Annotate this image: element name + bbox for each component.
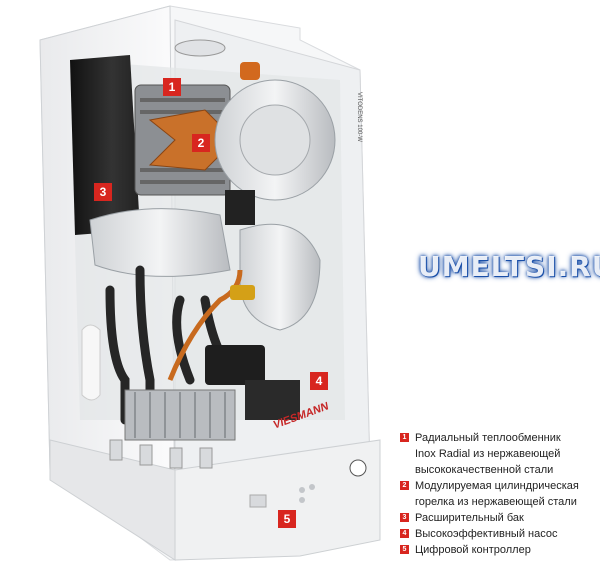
watermark: UMELTSI.RU xyxy=(418,250,600,283)
legend-text: горелка из нержавеющей стали xyxy=(415,496,577,508)
marker-3: 3 xyxy=(94,183,112,201)
legend-number: 3 xyxy=(400,513,409,522)
fan-cover xyxy=(239,104,311,176)
legend-number: 5 xyxy=(400,545,409,554)
heat-exchanger-coils xyxy=(140,98,225,184)
marker-1: 1 xyxy=(163,78,181,96)
legend-item: 4 Высокоэффективный насос xyxy=(400,526,598,542)
legend-text: Модулируемая цилиндрическая xyxy=(415,480,579,492)
legend-number: 1 xyxy=(400,433,409,442)
legend: 1 Радиальный теплообменник Inox Radial и… xyxy=(400,430,598,558)
gas-valve xyxy=(225,190,255,225)
pump-motor xyxy=(245,380,300,420)
legend-text: Цифровой контроллер xyxy=(415,544,531,556)
pump xyxy=(205,345,265,385)
legend-text: Расширительный бак xyxy=(415,512,524,524)
legend-number: 4 xyxy=(400,529,409,538)
legend-text: Высокоэффективный насос xyxy=(415,528,558,540)
legend-item: 3 Расширительный бак xyxy=(400,510,598,526)
model-label: VITODENS 100-W xyxy=(356,92,362,142)
control-button xyxy=(299,487,305,493)
legend-number: 2 xyxy=(400,481,409,490)
plate-lines xyxy=(134,392,226,438)
gas-pipe xyxy=(167,269,243,381)
panel-side xyxy=(49,439,176,561)
siphon xyxy=(81,324,101,401)
bottom-connections xyxy=(109,439,213,469)
marker-4: 4 xyxy=(310,372,328,390)
flue-outlet xyxy=(174,39,226,57)
marker-5: 5 xyxy=(278,510,296,528)
control-button xyxy=(309,484,315,490)
drum xyxy=(89,208,231,277)
flue-sensor xyxy=(240,62,260,80)
legend-text: Радиальный теплообменник xyxy=(415,432,561,444)
control-button xyxy=(299,497,305,503)
legend-item: 2 Модулируемая цилиндрическая горелка из… xyxy=(400,478,598,510)
pressure-gauge-icon xyxy=(349,459,367,477)
marker-2: 2 xyxy=(192,134,210,152)
expansion-tank xyxy=(70,55,140,235)
legend-item: 1 Радиальный теплообменник Inox Radial и… xyxy=(400,430,598,478)
legend-text: высококачественной стали xyxy=(415,464,554,476)
gas-connector xyxy=(230,285,255,300)
legend-item: 5 Цифровой контроллер xyxy=(400,542,598,558)
display xyxy=(249,494,267,508)
fan-lower xyxy=(239,223,321,331)
legend-text: Inox Radial из нержавеющей xyxy=(415,448,561,460)
